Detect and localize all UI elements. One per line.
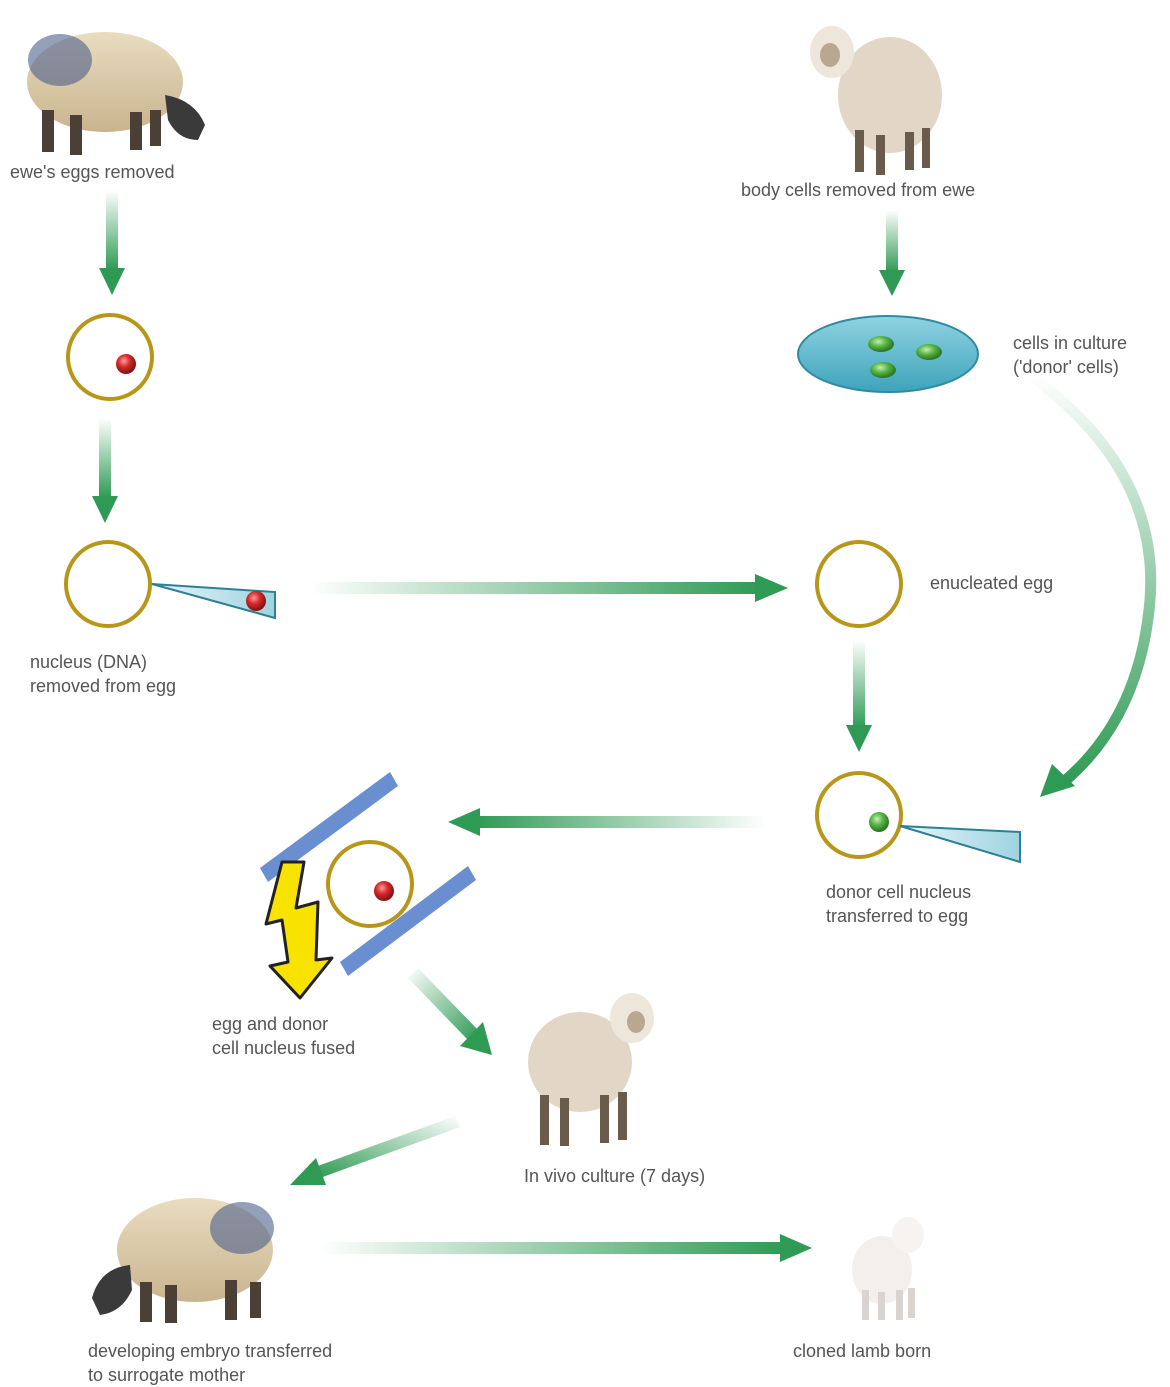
egg-donor-nucleus-transfer bbox=[817, 773, 1020, 862]
ewe-grazing-top-image bbox=[27, 32, 205, 155]
arrow-invivo-to-surrogate bbox=[290, 1116, 460, 1185]
arrow-enucleated-to-transfer bbox=[846, 640, 872, 752]
label-ewe-eggs-removed: ewe's eggs removed bbox=[10, 160, 175, 184]
label-donor-nucleus-transferred: donor cell nucleus transferred to egg bbox=[826, 880, 971, 928]
label-enucleated-egg: enucleated egg bbox=[930, 571, 1053, 595]
transfer-micropipette bbox=[900, 826, 1020, 862]
label-nucleus-removed: nucleus (DNA) removed from egg bbox=[30, 650, 176, 698]
label-cloned-lamb-born: cloned lamb born bbox=[793, 1339, 931, 1363]
arrow-eggs-to-egg bbox=[99, 190, 125, 295]
arrow-egg-to-enucleation bbox=[92, 418, 118, 523]
egg-with-nucleus bbox=[68, 315, 152, 399]
label-cells-in-culture: cells in culture ('donor' cells) bbox=[1013, 331, 1127, 379]
ewe-standing-top-image bbox=[810, 26, 942, 175]
fusion-chamber bbox=[260, 772, 476, 998]
arrow-bodycells-to-culture bbox=[879, 210, 905, 296]
lightning-bolt-icon bbox=[266, 862, 332, 998]
enucleated-egg-cell bbox=[817, 542, 901, 626]
cloned-lamb-image bbox=[852, 1217, 924, 1320]
arrow-to-enucleated-egg bbox=[310, 574, 788, 602]
arrow-fusion-to-invivo bbox=[408, 968, 492, 1055]
arrow-surrogate-to-lamb bbox=[320, 1234, 812, 1262]
surrogate-ewe-image bbox=[92, 1198, 274, 1323]
egg-nucleus-removal bbox=[66, 542, 275, 626]
label-in-vivo-culture: In vivo culture (7 days) bbox=[524, 1164, 705, 1188]
label-egg-donor-fused: egg and donor cell nucleus fused bbox=[212, 1012, 355, 1060]
culture-dish bbox=[798, 316, 978, 392]
label-embryo-transferred: developing embryo transferred to surroga… bbox=[88, 1339, 332, 1387]
in-vivo-sheep-image bbox=[528, 993, 654, 1146]
arrow-transfer-to-fusion bbox=[448, 808, 765, 836]
label-body-cells-removed: body cells removed from ewe bbox=[741, 178, 975, 202]
